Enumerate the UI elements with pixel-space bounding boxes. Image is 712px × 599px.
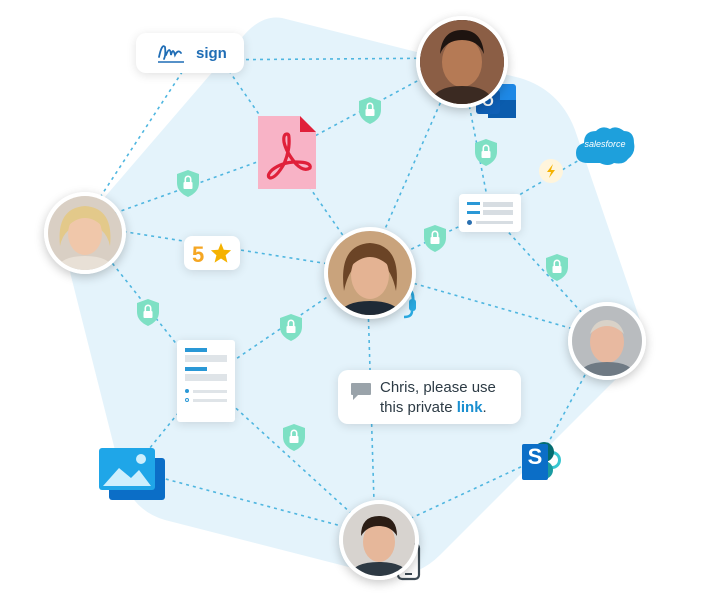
rating-value: 5 xyxy=(192,242,205,267)
shield-lock-icon xyxy=(424,225,446,252)
form-line xyxy=(185,367,207,371)
connector xyxy=(81,224,368,271)
sign-label: sign xyxy=(196,45,227,62)
avatar xyxy=(44,192,126,274)
chat-text-line1: Chris, please use xyxy=(380,379,496,396)
form-line xyxy=(467,211,480,214)
avatar xyxy=(324,227,416,319)
form-line xyxy=(483,202,513,207)
avatar xyxy=(416,16,508,108)
form-line xyxy=(483,210,513,215)
salesforce-logo-icon xyxy=(576,127,635,165)
form-line xyxy=(185,374,227,381)
shield-lock-icon xyxy=(475,139,497,166)
connector xyxy=(189,57,461,61)
lightning-icon xyxy=(539,159,563,183)
pdf-file-icon xyxy=(258,116,316,189)
person-silhouette xyxy=(420,20,504,104)
form-line xyxy=(476,221,513,224)
shield-lock-icon xyxy=(280,314,302,341)
form-line xyxy=(185,348,207,352)
avatar xyxy=(339,500,419,580)
connector xyxy=(131,379,206,471)
e-signature-card: sign xyxy=(136,33,244,73)
chat-text-prefix: this private xyxy=(380,399,457,416)
shield-lock-icon xyxy=(546,254,568,281)
image-gallery-icon xyxy=(99,448,165,500)
outlook-letter: O xyxy=(482,93,494,110)
chat-bubble-icon xyxy=(351,383,371,400)
connector xyxy=(374,457,541,536)
rating-card: 5 xyxy=(184,236,240,270)
form-radio xyxy=(185,398,189,402)
person-silhouette xyxy=(328,231,412,315)
shield-lock-icon xyxy=(283,424,305,451)
salesforce-label: salesforce xyxy=(584,139,626,149)
connector xyxy=(204,379,376,536)
salesforce-label-wrap: salesforce xyxy=(576,125,634,165)
person-silhouette xyxy=(343,504,415,576)
form-line xyxy=(193,390,227,393)
shield-lock-icon xyxy=(359,97,381,124)
form-radio xyxy=(467,220,472,225)
form-document-card xyxy=(177,340,235,422)
chat-message-bubble: Chris, please use this private link. xyxy=(338,370,521,424)
form-line xyxy=(193,399,227,402)
connector xyxy=(459,57,491,213)
form-radio xyxy=(185,389,189,393)
private-link[interactable]: link xyxy=(456,399,483,416)
form-line xyxy=(185,355,227,362)
person-silhouette xyxy=(572,306,642,376)
connector xyxy=(81,59,191,226)
form-document-card xyxy=(459,194,521,232)
signature-icon xyxy=(158,45,184,63)
person-silhouette xyxy=(48,196,122,270)
sharepoint-letter: S xyxy=(527,444,543,469)
form-line xyxy=(467,202,480,205)
avatar xyxy=(568,302,646,380)
shield-lock-icon xyxy=(177,170,199,197)
chat-text-suffix: . xyxy=(482,399,487,416)
shield-lock-icon xyxy=(137,299,159,326)
sharepoint-logo-icon xyxy=(522,442,561,480)
chat-text-line2: this private link. xyxy=(380,399,487,416)
star-icon xyxy=(210,242,232,263)
